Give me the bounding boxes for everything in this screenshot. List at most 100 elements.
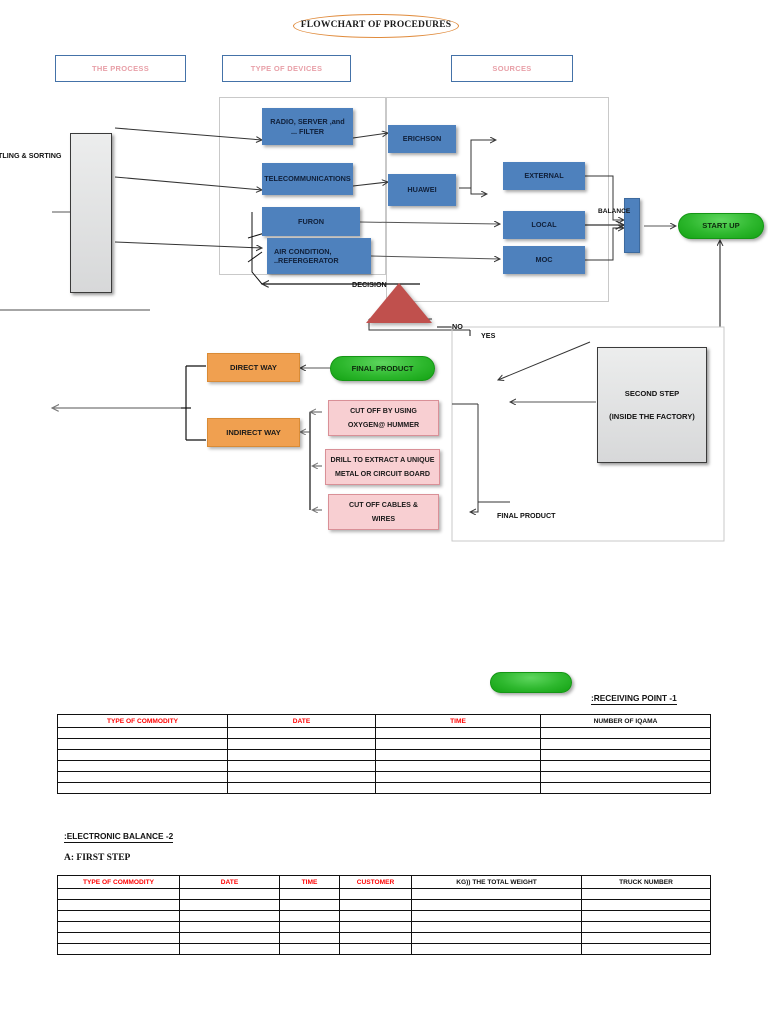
table-row[interactable]	[57, 760, 711, 772]
table-cell[interactable]	[540, 782, 711, 794]
table-cell[interactable]	[411, 932, 582, 944]
header-label: TYPE OF DEVICES	[250, 63, 323, 73]
table-cell[interactable]	[279, 943, 340, 955]
table-cell[interactable]	[57, 738, 228, 750]
start-up-node[interactable]: START UP	[678, 213, 764, 239]
decision-triangle[interactable]	[366, 283, 432, 323]
table-row[interactable]	[57, 782, 711, 794]
final-product-text-label: FINAL PRODUCT	[497, 511, 556, 520]
table-cell[interactable]	[57, 899, 180, 911]
table-cell[interactable]	[411, 888, 582, 900]
table-column-header: NUMBER OF IQAMA	[540, 714, 711, 728]
table-cell[interactable]	[179, 921, 280, 933]
table-cell[interactable]	[57, 943, 180, 955]
table-row[interactable]	[57, 921, 711, 933]
table-cell[interactable]	[540, 738, 711, 750]
table-row[interactable]	[57, 727, 711, 739]
table-cell[interactable]	[375, 782, 541, 794]
table-cell[interactable]	[57, 727, 228, 739]
brand-box-huawei[interactable]: HUAWEI	[388, 174, 456, 206]
device-box-air-condition-refergerator[interactable]: AIR CONDITION, ..REFERGERATOR	[267, 238, 371, 274]
indirect-way-box[interactable]: INDIRECT WAY	[207, 418, 300, 447]
table-cell[interactable]	[227, 760, 376, 772]
first-step-label: A: FIRST STEP	[64, 853, 130, 864]
electronic-balance-label: :ELECTRONIC BALANCE -2	[64, 831, 174, 843]
table-cell[interactable]	[57, 888, 180, 900]
table-cell[interactable]	[375, 749, 541, 761]
table-cell[interactable]	[279, 932, 340, 944]
table-cell[interactable]	[581, 899, 711, 911]
table-cell[interactable]	[57, 782, 228, 794]
table-cell[interactable]	[279, 899, 340, 911]
table-cell[interactable]	[57, 760, 228, 772]
device-box-radio-server-filter[interactable]: RADIO, SERVER ,and ... FILTER	[262, 108, 353, 145]
table-cell[interactable]	[540, 727, 711, 739]
table-cell[interactable]	[57, 771, 228, 783]
table-column-header: TYPE OF COMMODITY	[57, 875, 180, 889]
table-cell[interactable]	[227, 771, 376, 783]
table-cell[interactable]	[179, 910, 280, 922]
table-cell[interactable]	[57, 921, 180, 933]
source-box-external[interactable]: EXTERNAL	[503, 162, 585, 190]
table-cell[interactable]	[540, 771, 711, 783]
table-row[interactable]	[57, 943, 711, 955]
table-cell[interactable]	[339, 910, 412, 922]
table-cell[interactable]	[57, 910, 180, 922]
table-cell[interactable]	[339, 899, 412, 911]
table-row[interactable]	[57, 738, 711, 750]
table-cell[interactable]	[179, 899, 280, 911]
device-box-telecommunications[interactable]: TELECOMMUNICATIONS	[262, 163, 353, 195]
table-cell[interactable]	[411, 921, 582, 933]
table-cell[interactable]	[279, 921, 340, 933]
table-cell[interactable]	[339, 921, 412, 933]
receiving-point-pill[interactable]	[490, 672, 572, 693]
device-label-line1: RADIO, SERVER ,and	[270, 117, 345, 127]
source-box-local[interactable]: LOCAL	[503, 211, 585, 239]
method-box-cut-off-cables[interactable]: CUT OFF CABLES & WIRES	[328, 494, 439, 530]
table-cell[interactable]	[375, 738, 541, 750]
table-cell[interactable]	[179, 888, 280, 900]
table-row[interactable]	[57, 932, 711, 944]
method-box-cut-off-oxygen[interactable]: CUT OFF BY USING OXYGEN@ HUMMER	[328, 400, 439, 436]
table-cell[interactable]	[339, 943, 412, 955]
table-cell[interactable]	[179, 943, 280, 955]
table-cell[interactable]	[581, 921, 711, 933]
source-box-moc[interactable]: MOC	[503, 246, 585, 274]
table-cell[interactable]	[227, 738, 376, 750]
table-cell[interactable]	[411, 910, 582, 922]
table-cell[interactable]	[375, 760, 541, 772]
table-cell[interactable]	[339, 888, 412, 900]
table-cell[interactable]	[581, 888, 711, 900]
final-product-pill[interactable]: FINAL PRODUCT	[330, 356, 435, 381]
table-cell[interactable]	[411, 943, 582, 955]
table-cell[interactable]	[57, 932, 180, 944]
method-label-line1: CUT OFF BY USING	[350, 406, 417, 415]
table-row[interactable]	[57, 910, 711, 922]
direct-way-box[interactable]: DIRECT WAY	[207, 353, 300, 382]
table-cell[interactable]	[375, 727, 541, 739]
table-row[interactable]	[57, 749, 711, 761]
table-cell[interactable]	[179, 932, 280, 944]
table-cell[interactable]	[411, 899, 582, 911]
table-cell[interactable]	[375, 771, 541, 783]
method-box-drill-extract-metal[interactable]: DRILL TO EXTRACT A UNIQUE METAL OR CIRCU…	[325, 449, 440, 485]
table-cell[interactable]	[279, 888, 340, 900]
table-cell[interactable]	[57, 749, 228, 761]
device-box-furon[interactable]: FURON	[262, 207, 360, 236]
second-step-label-line2: (INSIDE THE FACTORY)	[609, 412, 695, 421]
table-cell[interactable]	[227, 782, 376, 794]
table-cell[interactable]	[339, 932, 412, 944]
table-row[interactable]	[57, 771, 711, 783]
table-cell[interactable]	[581, 943, 711, 955]
table-cell[interactable]	[227, 727, 376, 739]
table-cell[interactable]	[279, 910, 340, 922]
table-cell[interactable]	[227, 749, 376, 761]
brand-box-erichson[interactable]: ERICHSON	[388, 125, 456, 153]
table-cell[interactable]	[581, 910, 711, 922]
table-cell[interactable]	[540, 749, 711, 761]
table-cell[interactable]	[581, 932, 711, 944]
table-row[interactable]	[57, 888, 711, 900]
table-cell[interactable]	[540, 760, 711, 772]
table-row[interactable]	[57, 899, 711, 911]
